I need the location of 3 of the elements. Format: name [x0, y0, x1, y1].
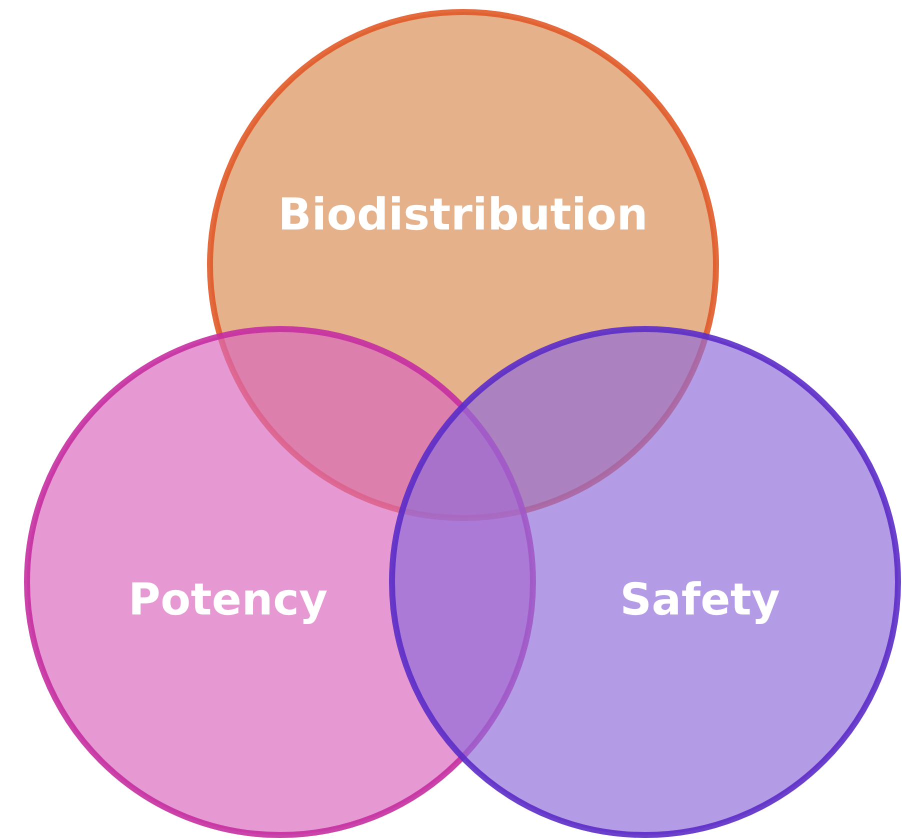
circle-label: Potency: [128, 574, 328, 626]
circle-label: Biodistribution: [278, 190, 648, 240]
circle-label: Safety: [620, 574, 780, 626]
